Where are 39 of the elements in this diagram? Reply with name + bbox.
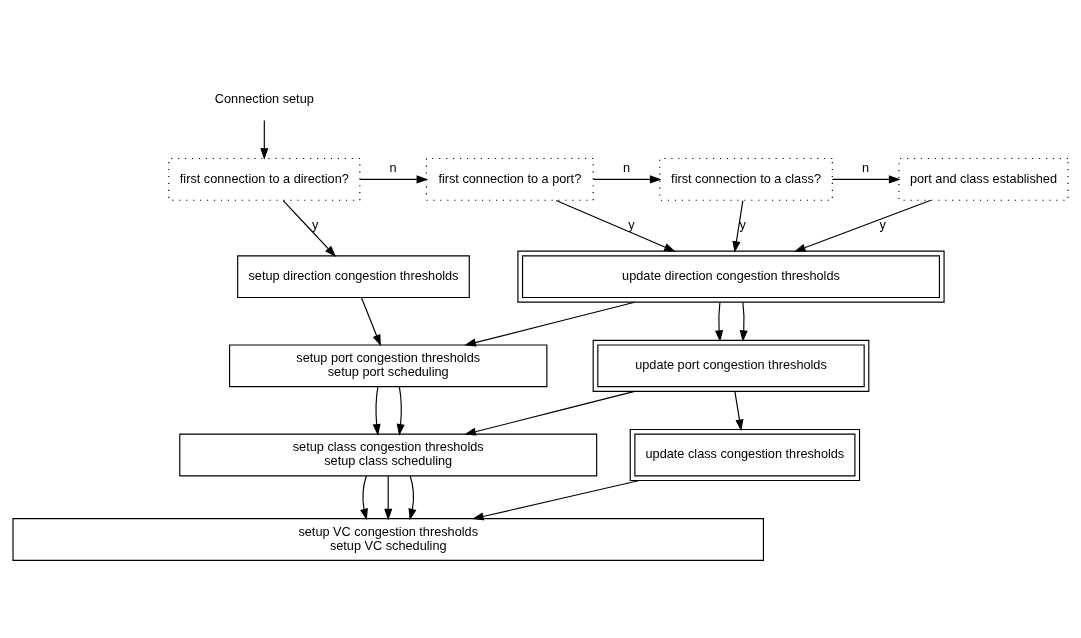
node-box: setup VC congestion thresholds setup VC scheduling bbox=[12, 517, 764, 561]
arrow bbox=[592, 174, 662, 183]
arrow bbox=[260, 119, 269, 160]
arrow bbox=[555, 199, 676, 252]
edge-label: y bbox=[879, 216, 886, 232]
arrow bbox=[396, 385, 405, 436]
arrow bbox=[831, 174, 901, 183]
arrow bbox=[359, 174, 429, 183]
edge-label: y bbox=[739, 216, 746, 232]
arrow bbox=[408, 474, 417, 520]
edge-label: n bbox=[622, 159, 631, 175]
node-box: first connection to a direction? bbox=[168, 157, 361, 201]
arrow bbox=[794, 199, 932, 252]
node-box: port and class established bbox=[898, 157, 1069, 201]
edge-label: y bbox=[628, 216, 635, 232]
node-box: update direction congestion thresholds bbox=[517, 250, 945, 303]
arrow bbox=[360, 474, 368, 520]
arrow bbox=[384, 474, 393, 520]
node-box: setup direction congestion thresholds bbox=[237, 254, 470, 298]
node-text: Connection setup bbox=[214, 90, 314, 106]
arrow bbox=[715, 301, 724, 342]
arrow bbox=[732, 199, 744, 253]
node-box: first connection to a port? bbox=[425, 157, 594, 201]
node-box: first connection to a class? bbox=[659, 157, 833, 201]
arrow bbox=[282, 199, 337, 257]
edge-label: y bbox=[312, 216, 319, 232]
arrow bbox=[734, 390, 744, 431]
node-box: update port congestion thresholds bbox=[592, 339, 870, 392]
node-box: setup class congestion thresholds setup class scheduling bbox=[179, 433, 598, 476]
arrow bbox=[472, 479, 640, 520]
arrow bbox=[372, 385, 381, 436]
arrow bbox=[464, 390, 636, 436]
node-box: setup port congestion thresholds setup port scheduling bbox=[229, 343, 548, 387]
arrow bbox=[739, 301, 748, 342]
edge-label: n bbox=[862, 159, 870, 175]
arrow bbox=[360, 296, 381, 346]
edge-label: n bbox=[389, 159, 397, 175]
arrow bbox=[464, 301, 636, 346]
node-box: update class congestion thresholds bbox=[629, 428, 861, 481]
